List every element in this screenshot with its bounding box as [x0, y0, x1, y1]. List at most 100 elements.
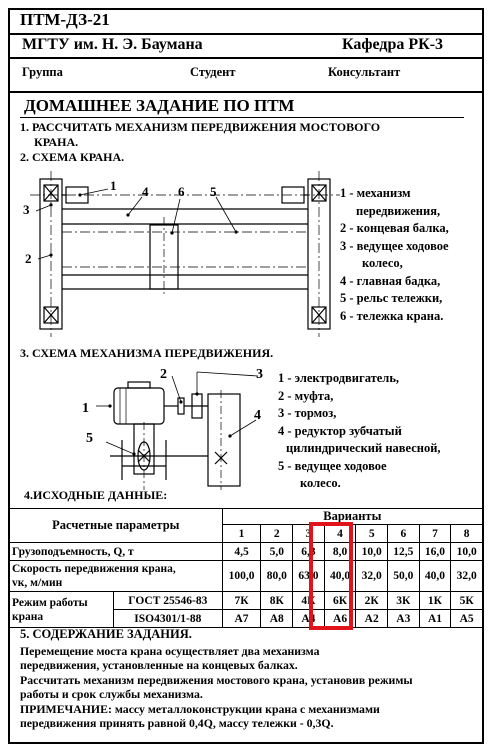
- legend-item: 5 - рельс тележки,: [340, 291, 443, 305]
- table-cell: 6К: [323, 591, 357, 610]
- legend-item: 1 - механизм: [340, 186, 411, 200]
- task-4: 4.ИСХОДНЫЕ ДАННЫЕ:: [24, 488, 168, 502]
- legend-item: 1 - электродвигатель,: [278, 371, 400, 385]
- content-line: Рассчитать механизм передвижения мостово…: [20, 672, 413, 687]
- content-line: работы и срок службы механизма.: [20, 687, 203, 701]
- legend-item: 2 - муфта,: [278, 388, 334, 403]
- table-header-params: Расчетные параметры: [9, 508, 223, 543]
- table-cell: 8,0: [323, 542, 357, 561]
- mechanism-scheme-drawing: 1 2 3 4 5: [82, 367, 263, 490]
- table-row: 1 2 3 4 5 6 7 8: [10, 524, 483, 543]
- header-divider: [8, 91, 484, 93]
- crane-scheme-drawing: 1 2 3 4 6 5: [23, 171, 340, 337]
- department-name: Кафедра РК-3: [342, 36, 444, 53]
- crane-callout-6: 6: [178, 184, 185, 199]
- content-section: 5. СОДЕРЖАНИЕ ЗАДАНИЯ. Перемещение моста…: [20, 627, 478, 731]
- header-divider: [8, 33, 484, 35]
- table-cell: А8: [260, 609, 294, 628]
- mech-callout-1: 1: [82, 401, 89, 416]
- variant-number: 4: [323, 524, 357, 543]
- table-cell: А7: [221, 609, 262, 628]
- legend-item: колесо.: [300, 476, 341, 490]
- row-label-line: vк, м/мин: [12, 577, 63, 589]
- table-cell: А6: [323, 609, 357, 628]
- task-3: 3. СХЕМА МЕХАНИЗМА ПЕРЕДВИЖЕНИЯ.: [20, 346, 274, 360]
- variant-number: 5: [355, 524, 389, 543]
- standard-label: ГОСТ 25546-83: [113, 591, 223, 610]
- row-label-line: Скорость передвижения крана,: [12, 563, 176, 575]
- task-1-line-2: КРАНА.: [34, 135, 79, 149]
- crane-legend: 1 - механизм передвижения, 2 - концевая …: [340, 185, 449, 325]
- variant-number: 2: [260, 524, 294, 543]
- table-cell: А4: [292, 609, 325, 628]
- mechanism-legend: 1 - электродвигатель, 2 - муфта, 3 - тор…: [278, 370, 441, 493]
- table-cell: 63,0: [292, 560, 325, 592]
- row-label-line: Режим работы: [12, 596, 88, 609]
- legend-item: 2 - концевая балка,: [340, 221, 449, 235]
- table-cell: 2К: [355, 591, 389, 610]
- table-cell: 4К: [292, 591, 325, 610]
- variant-number: 8: [450, 524, 483, 543]
- table-row: Режим работы крана ГОСТ 25546-83 7К 8К 4…: [8, 591, 483, 628]
- university-name: МГТУ им. Н. Э. Баумана: [22, 36, 203, 53]
- content-line: передвижения, установленные на концевых …: [20, 658, 298, 672]
- content-line: Перемещение моста крана осуществляет два…: [20, 643, 320, 658]
- row-label: Режим работы крана: [8, 591, 115, 628]
- table-cell: 5,0: [260, 542, 294, 561]
- title-underline: [20, 117, 464, 118]
- table-cell: 1К: [418, 591, 452, 610]
- table-header-variants: Варианты: [221, 508, 484, 525]
- table-cell: 80,0: [260, 560, 294, 592]
- mech-callout-3: 3: [256, 367, 263, 382]
- consultant-label: Консультант: [328, 65, 401, 79]
- table-cell: 8К: [260, 591, 294, 610]
- table-cell: 5К: [450, 591, 483, 610]
- row-label-line: крана: [12, 610, 44, 623]
- legend-item: 4 - редуктор зубчатый: [278, 423, 402, 438]
- table-row: Скорость передвижения крана, vк, м/мин 1…: [9, 560, 483, 592]
- table-cell: 6,3: [292, 542, 325, 561]
- legend-item: 3 - ведущее ходовое: [340, 238, 449, 253]
- group-label: Группа: [22, 65, 63, 79]
- table-cell: 10,0: [355, 542, 389, 561]
- params-table: Расчетные параметры Варианты 1 2 3 4 5 6…: [8, 508, 484, 628]
- table-cell: 3К: [387, 591, 420, 610]
- crane-callout-2: 2: [25, 251, 32, 266]
- variant-number: 3: [292, 524, 325, 543]
- table-cell: 40,0: [418, 560, 452, 592]
- legend-item: 3 - тормоз,: [278, 406, 337, 420]
- task-1-line-1: 1. РАССЧИТАТЬ МЕХАНИЗМ ПЕРЕДВИЖЕНИЯ МОСТ…: [20, 120, 381, 134]
- content-line: передвижения принять равной 0,4Q, массу …: [20, 716, 334, 730]
- table-cell: А3: [387, 609, 420, 628]
- table-cell: 40,0: [323, 560, 357, 592]
- legend-item: передвижения,: [356, 203, 441, 218]
- mech-callout-2: 2: [160, 367, 167, 382]
- standard-label: ISO4301/1-88: [113, 609, 223, 628]
- table-cell: 10,0: [450, 542, 483, 561]
- table-row: Грузоподъемность, Q, т 4,5 5,0 6,3 8,0 1…: [9, 542, 483, 561]
- legend-item: колесо,: [362, 256, 403, 270]
- variant-number: 1: [221, 524, 262, 543]
- task-2: 2. СХЕМА КРАНА.: [20, 150, 125, 164]
- legend-item: 4 - главная бадка,: [340, 273, 441, 288]
- mech-callout-4: 4: [254, 408, 261, 423]
- table-cell: 4,5: [221, 542, 262, 561]
- note-line: ПРИМЕЧАНИЕ: массу металлоконструкции кра…: [20, 702, 478, 717]
- crane-callout-1: 1: [110, 178, 117, 193]
- legend-item: цилиндрический навесной,: [286, 441, 441, 455]
- table-cell: А5: [450, 609, 483, 628]
- table-cell: А1: [418, 609, 452, 628]
- assignment-title: ДОМАШНЕЕ ЗАДАНИЕ ПО ПТМ: [24, 96, 295, 115]
- document-frame: [8, 8, 484, 744]
- doc-code: ПТМ-ДЗ-21: [20, 10, 110, 29]
- note-text: массу металлоконструкции крана с механиз…: [111, 701, 380, 716]
- crane-callout-4: 4: [142, 184, 149, 199]
- table-cell: 16,0: [418, 542, 452, 561]
- variant-number: 6: [387, 524, 420, 543]
- table-cell: А2: [355, 609, 389, 628]
- student-label: Студент: [190, 65, 236, 79]
- table-cell: 32,0: [450, 560, 483, 592]
- table-cell: 12,5: [387, 542, 420, 561]
- legend-item: 5 - ведущее ходовое: [278, 458, 387, 473]
- crane-callout-5: 5: [210, 184, 217, 199]
